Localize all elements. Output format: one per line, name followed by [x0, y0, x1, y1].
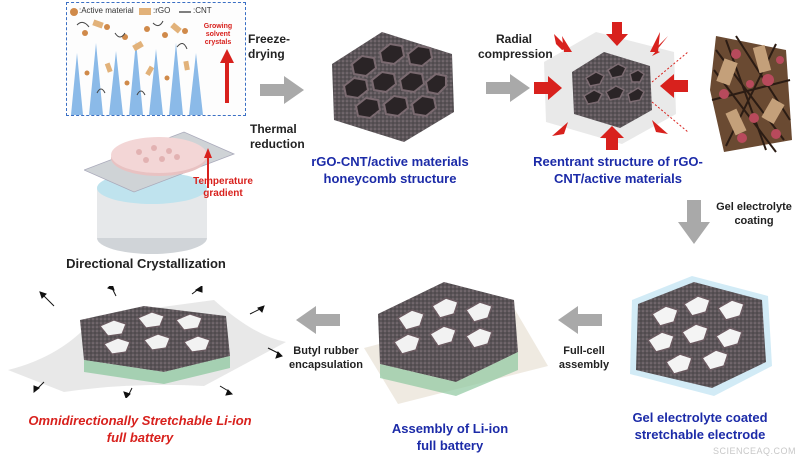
gel-coating-label: Gel electrolyte coating	[716, 201, 792, 227]
compression-arrows	[534, 22, 688, 150]
butyl-encapsulation-label: Butyl rubber encapsulation	[289, 345, 363, 371]
arrow-down	[678, 200, 710, 244]
freeze-drying-label: Freeze-drying	[248, 32, 291, 61]
reentrant-structure	[534, 22, 688, 150]
stretchable-battery	[8, 286, 286, 398]
caption-reentrant: Reentrant structure of rGO-CNT/active ma…	[533, 154, 703, 186]
caption-honeycomb: rGO-CNT/active materials honeycomb struc…	[311, 154, 469, 186]
freeze-casting-illustration	[70, 8, 234, 115]
thermal-reduction-label: Thermal reduction	[250, 122, 305, 151]
caption-omnidirectional: Omnidirectionally Stretchable Li-ion ful…	[28, 413, 252, 445]
arrow-left-1	[558, 306, 602, 334]
caption-directional-crystallization: Directional Crystallization	[66, 256, 226, 271]
rgo-swatch	[139, 8, 151, 15]
arrow-right-2	[486, 74, 530, 102]
freeze-mold	[84, 131, 236, 254]
legend-active-material: :Active material	[79, 6, 134, 15]
freeze-casting-panel: :Active material :rGO :CNT Growing solve…	[66, 2, 246, 116]
watermark: SCIENCEAQ.COM	[712, 446, 796, 456]
caption-gel-coated: Gel electrolyte coated stretchable elect…	[632, 410, 768, 442]
legend-cnt: :CNT	[193, 6, 212, 15]
growing-crystals-label: Growing solvent crystals	[203, 23, 233, 46]
temperature-gradient-label: Temperature gradient	[193, 176, 253, 199]
microstructure-zoom	[706, 30, 794, 156]
caption-assembly: Assembly of Li-ion full battery	[391, 421, 509, 453]
active-material-swatch	[70, 8, 78, 16]
honeycomb-structure	[332, 32, 454, 142]
legend-rgo: :rGO	[153, 6, 171, 15]
radial-compression-label: Radial compression	[478, 32, 553, 61]
assembled-battery	[364, 282, 548, 404]
arrow-right-1	[260, 76, 304, 104]
arrow-left-2	[296, 306, 340, 334]
gel-coated-electrode	[630, 276, 772, 396]
full-cell-assembly-label: Full-cell assembly	[558, 345, 610, 371]
stretch-direction-arrows	[33, 286, 283, 398]
